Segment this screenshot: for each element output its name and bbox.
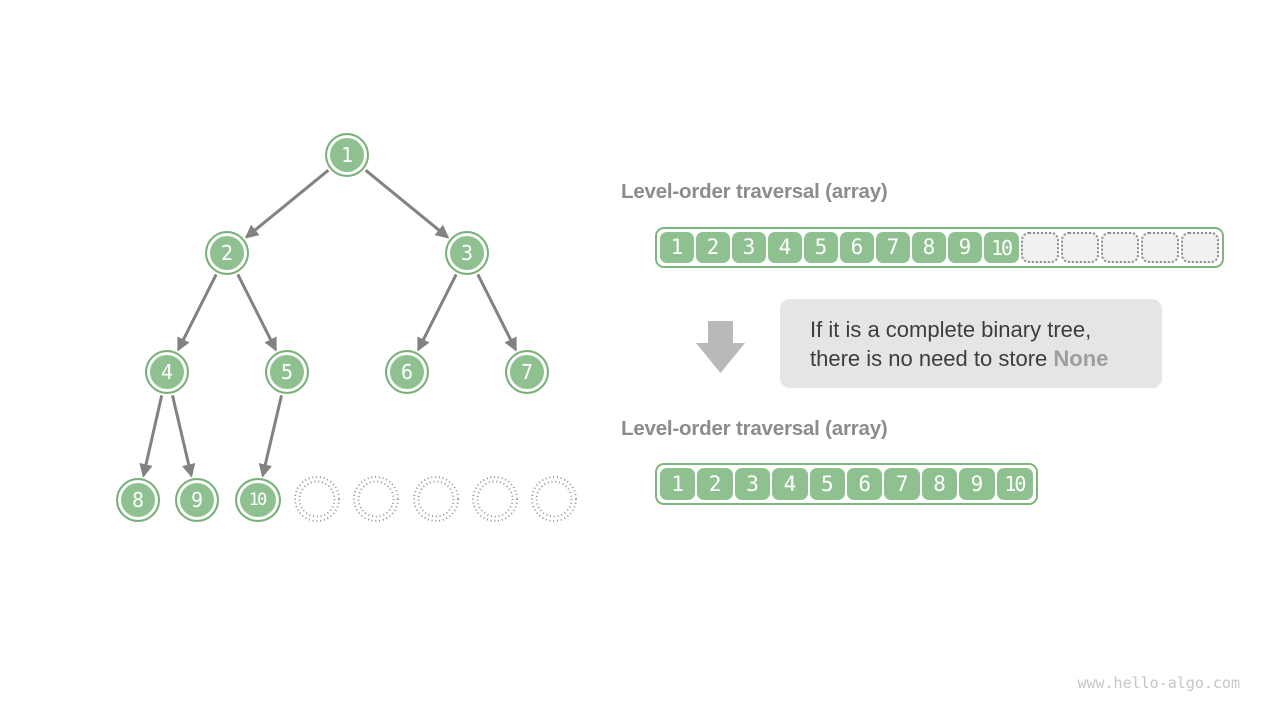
top-array-heading: Level-order traversal (array)	[621, 180, 888, 203]
array-cell: 6	[847, 468, 883, 500]
array-cell: 8	[921, 468, 958, 500]
empty-node-slots	[294, 476, 577, 522]
array-cell: 7	[876, 232, 910, 263]
top-array: 1 2 3 4 5 6 7 8 9 10	[655, 227, 1224, 268]
array-cell: 10	[984, 232, 1019, 263]
tree-node-9: 9	[175, 478, 219, 522]
note-line-1: If it is a complete binary tree,	[810, 316, 1092, 342]
array-cell: 4	[772, 468, 808, 500]
empty-array-cell	[1061, 232, 1099, 263]
note-line-2: there is no need to store None	[810, 344, 1162, 373]
tree-node-3: 3	[445, 231, 489, 275]
note-line-2-text: there is no need to store	[810, 345, 1054, 371]
array-cell: 5	[809, 468, 846, 500]
tree-node-7: 7	[505, 350, 549, 394]
empty-array-cell	[1101, 232, 1139, 263]
array-cell: 6	[840, 232, 874, 263]
note-box: If it is a complete binary tree, there i…	[780, 299, 1162, 388]
array-cell: 3	[732, 232, 766, 263]
tree-node-10: 10	[235, 478, 281, 522]
tree-node-8: 8	[116, 478, 160, 522]
bottom-array-heading: Level-order traversal (array)	[621, 417, 888, 440]
array-cell: 9	[948, 232, 982, 263]
tree-node-4: 4	[145, 350, 189, 394]
array-cell: 2	[697, 468, 733, 500]
empty-array-cell	[1141, 232, 1179, 263]
array-cell: 4	[768, 232, 802, 263]
empty-array-cell	[1021, 232, 1059, 263]
array-cell: 8	[912, 232, 946, 263]
bottom-array: 1 2 3 4 5 6 7 8 9 10	[655, 463, 1038, 505]
tree-node-5: 5	[265, 350, 309, 394]
tree-node-1: 1	[325, 133, 369, 177]
array-cell: 5	[804, 232, 838, 263]
array-cell: 2	[696, 232, 730, 263]
array-cell: 7	[884, 468, 920, 500]
watermark: www.hello-algo.com	[1077, 674, 1240, 692]
array-cell: 10	[996, 468, 1034, 500]
array-cell: 3	[734, 468, 771, 500]
tree-node-6: 6	[385, 350, 429, 394]
array-cell: 1	[660, 232, 694, 263]
tree-node-2: 2	[205, 231, 249, 275]
note-keyword-none: None	[1053, 345, 1109, 371]
down-arrow-icon	[696, 321, 745, 373]
empty-array-cell	[1181, 232, 1219, 263]
array-cell: 1	[660, 468, 696, 500]
array-cell: 9	[959, 468, 995, 500]
